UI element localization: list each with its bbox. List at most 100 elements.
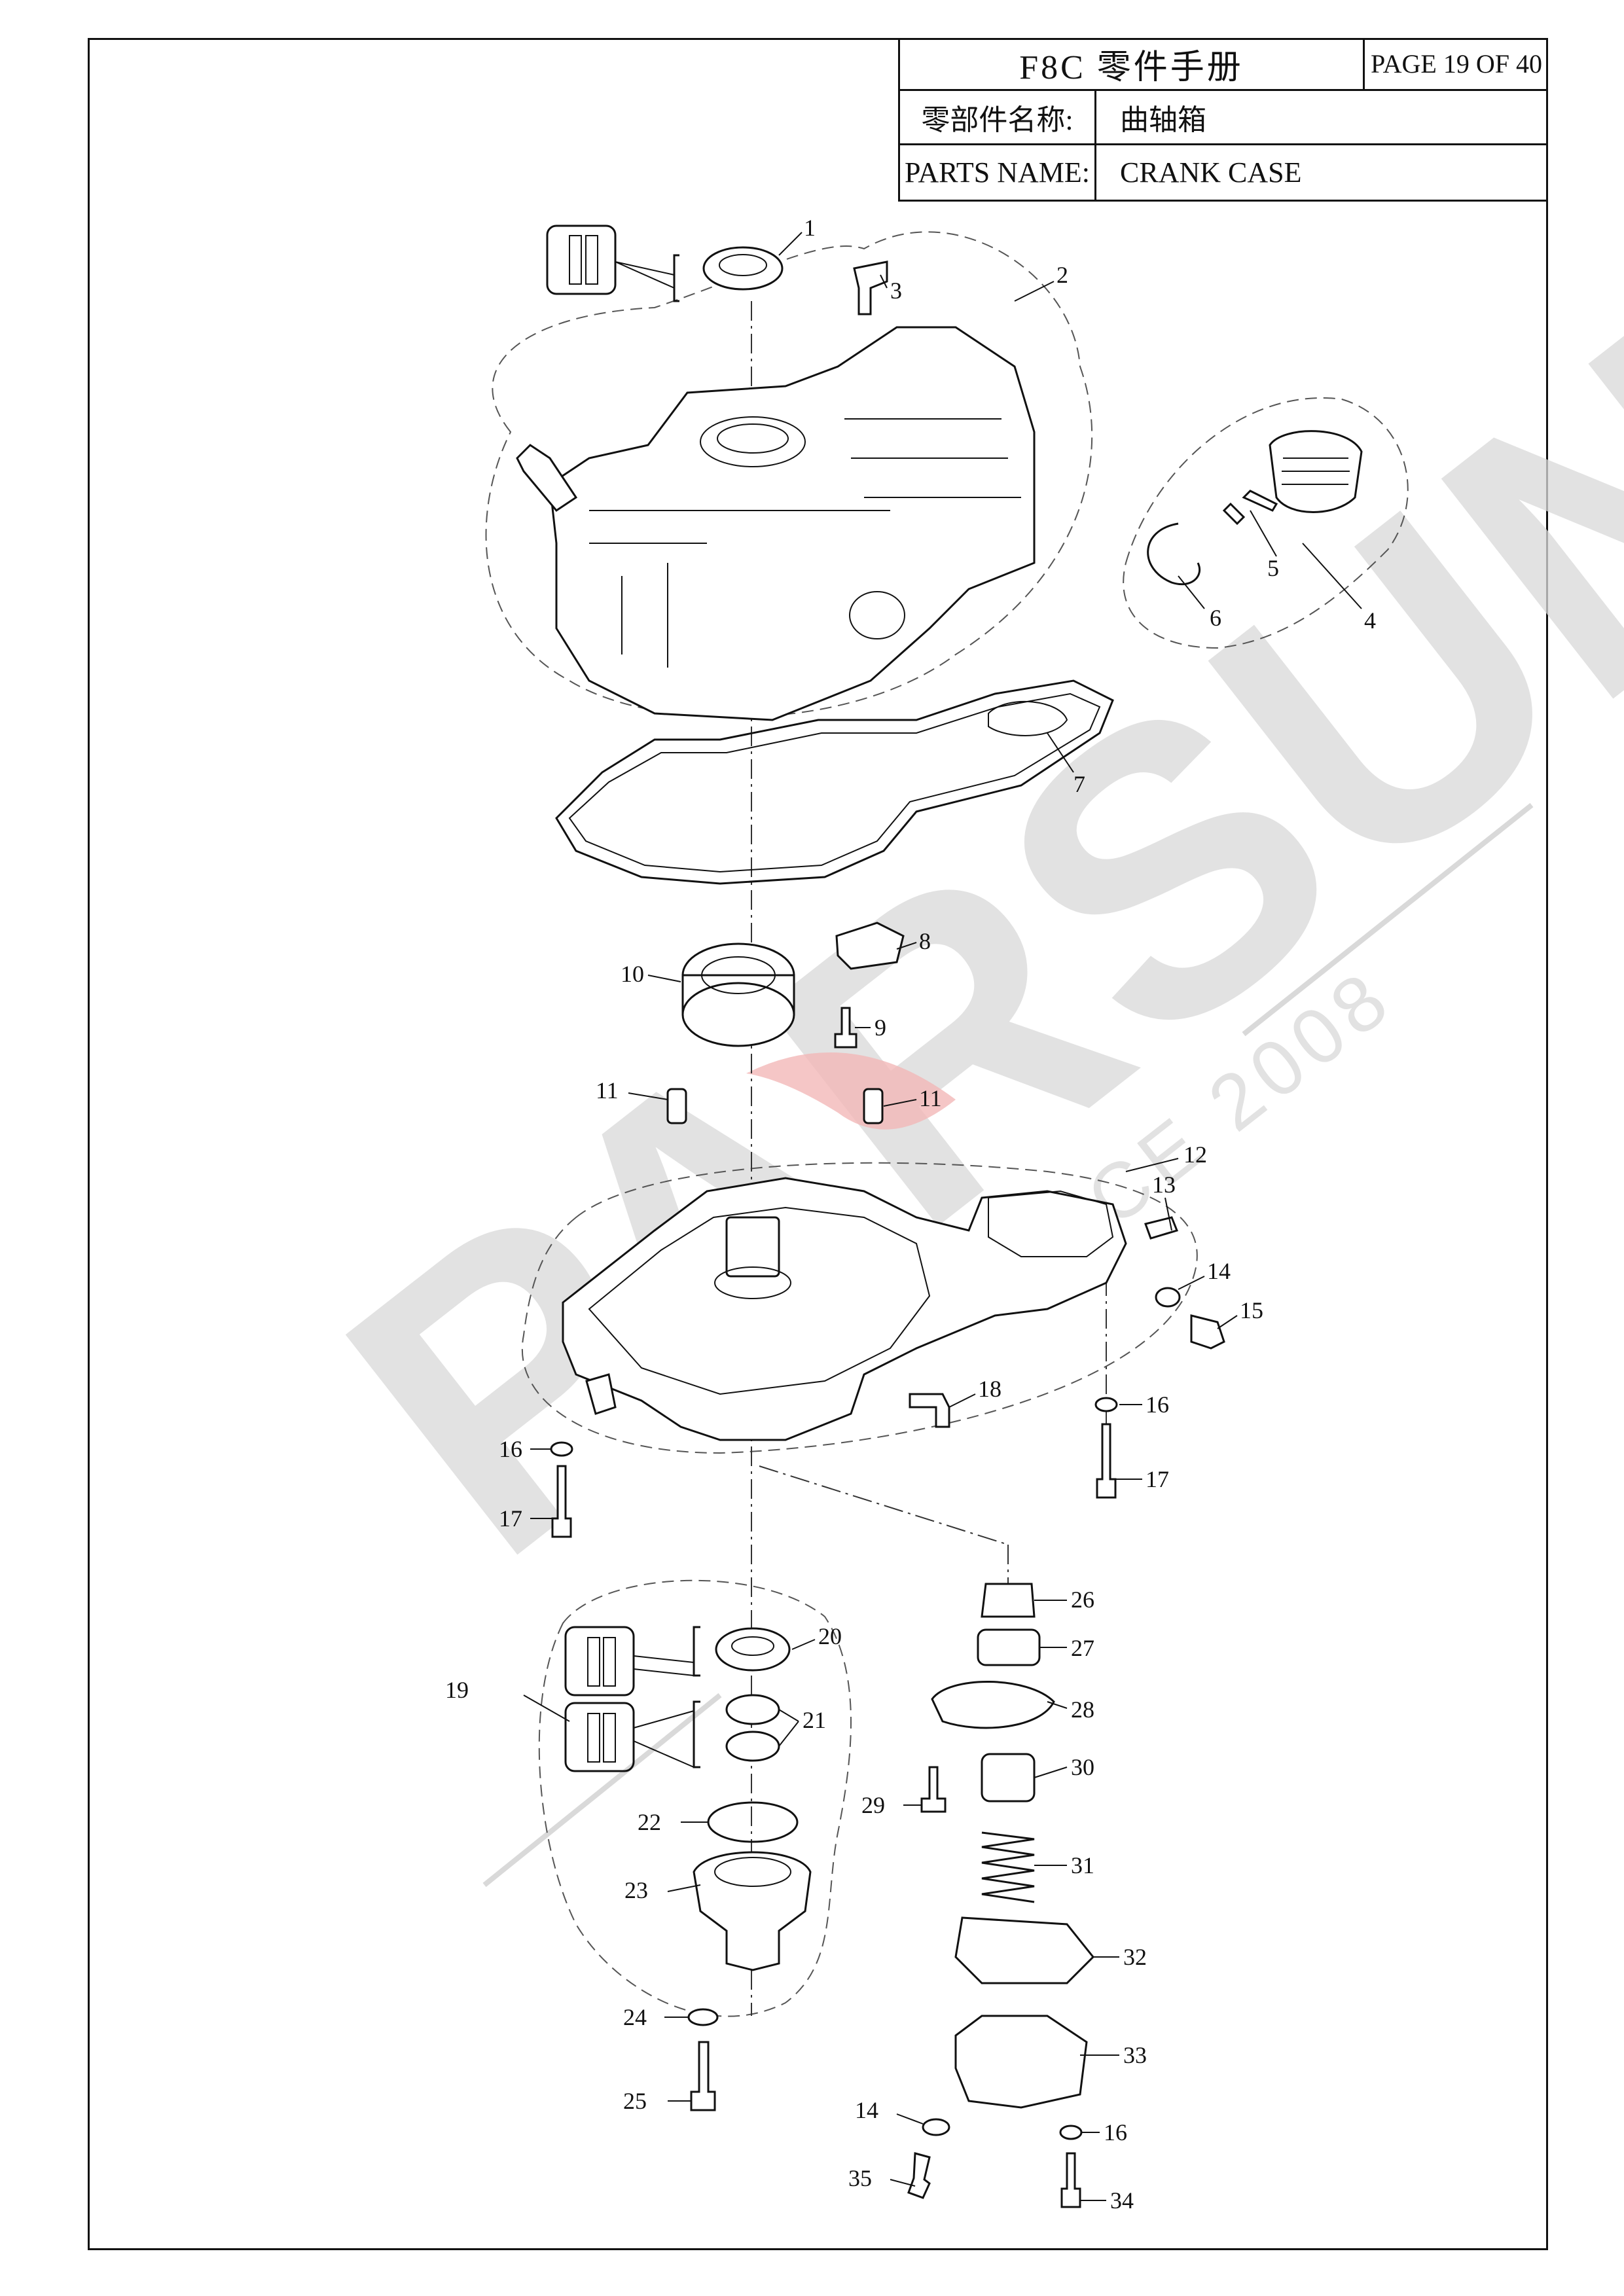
bolt-17-right	[1096, 1423, 1117, 1499]
crankcase-upper	[549, 326, 1036, 721]
screw-13	[1144, 1216, 1179, 1240]
callout-6: 6	[1210, 605, 1221, 631]
callout-33: 33	[1123, 2042, 1147, 2068]
callout-11: 11	[596, 1077, 619, 1103]
gasket-32	[954, 1916, 1095, 1984]
dowel-pin	[666, 1088, 687, 1124]
callout-14: 14	[855, 2097, 878, 2123]
crankcase-lower-tab	[585, 1373, 617, 1415]
bolt-15	[1190, 1314, 1225, 1350]
bolt-35	[907, 2152, 931, 2199]
seal-housing-23	[693, 1851, 812, 1971]
washer-14-lower	[922, 2118, 950, 2136]
callout-29: 29	[861, 1792, 885, 1818]
crankcase-gasket	[555, 679, 1114, 885]
english-name-value: CRANK CASE	[1120, 156, 1302, 188]
callout-35: 35	[848, 2165, 872, 2191]
rotor-27	[977, 1628, 1041, 1666]
callout-30: 30	[1071, 1754, 1094, 1780]
callout-32: 32	[1123, 1944, 1147, 1970]
chinese-name-label: 零部件名称:	[900, 91, 1096, 143]
bolt	[834, 1007, 857, 1049]
english-name-row: PARTS NAME: CRANK CASE	[900, 145, 1548, 200]
callout-11: 11	[919, 1085, 942, 1111]
crankcase-lower-bore	[714, 1266, 791, 1299]
gasket-oval	[988, 700, 1068, 736]
breather-fitting	[853, 260, 888, 315]
group-outline-crankcase-lower	[521, 1162, 1198, 1454]
washer-16-left	[550, 1441, 573, 1457]
crankcase-gasket-inner	[568, 692, 1101, 873]
dowel-pin	[863, 1088, 884, 1124]
watermark-red-accent	[746, 1052, 956, 1130]
callout-3: 3	[890, 278, 902, 304]
washer-16-lower	[1059, 2125, 1083, 2140]
crankcase-upper-bearing-bore	[700, 416, 806, 467]
page-number: PAGE 19 OF 40	[1371, 48, 1542, 79]
group-outline-seal-housing	[538, 1579, 852, 2017]
oil-seal-20-bore	[731, 1636, 774, 1656]
crankcase-lower-boss	[725, 1216, 780, 1278]
oil-seal	[702, 246, 784, 291]
callout-17: 17	[499, 1505, 522, 1532]
watermark-rule-upper	[1242, 802, 1534, 1037]
title-block: F8C 零件手册 PAGE 19 OF 40 零部件名称: 曲轴箱 PARTS …	[898, 38, 1548, 202]
callout-26: 26	[1071, 1587, 1094, 1613]
callout-13: 13	[1152, 1172, 1176, 1198]
callout-16: 16	[499, 1436, 522, 1462]
callout-2: 2	[1056, 262, 1068, 288]
callout-20: 20	[818, 1623, 842, 1649]
chinese-name-value: 曲轴箱	[1120, 104, 1206, 136]
manual-title: F8C 零件手册	[900, 38, 1365, 89]
crankcase-upper-mount-arm	[516, 444, 578, 512]
callout-14: 14	[1207, 1258, 1231, 1284]
callout-21: 21	[803, 1707, 826, 1733]
spool-30	[981, 1753, 1036, 1803]
pump-cover-28	[931, 1681, 1055, 1729]
callout-24: 24	[623, 2004, 647, 2030]
oil-seal-legend-icon	[564, 1626, 700, 1696]
oil-seal-21-top	[725, 1694, 780, 1725]
spring-31	[981, 1831, 1035, 1903]
crankcase-upper-ribs	[589, 418, 1021, 668]
bolt-17-left	[551, 1465, 572, 1538]
ball-bearing-bottom	[681, 982, 795, 1047]
title-row: F8C 零件手册 PAGE 19 OF 40	[900, 38, 1548, 91]
callout-5: 5	[1267, 555, 1279, 581]
callout-31: 31	[1071, 1852, 1094, 1878]
callout-16: 16	[1104, 2119, 1127, 2145]
callout-28: 28	[1071, 1696, 1094, 1723]
dipstick	[1222, 490, 1278, 526]
callout-4: 4	[1364, 607, 1376, 634]
pump-housing-33	[954, 2015, 1088, 2109]
bolt-25	[690, 2041, 716, 2111]
washer-14	[1155, 1287, 1181, 1308]
callout-12: 12	[1183, 1141, 1207, 1168]
centerline-drive	[759, 1465, 1009, 1545]
callout-27: 27	[1071, 1635, 1094, 1661]
oil-filler-cap-ridges	[1282, 457, 1350, 485]
seal-housing-23-bore	[714, 1857, 791, 1887]
leader-lines	[523, 232, 1362, 2201]
watermark-rule-lower	[482, 1693, 722, 1888]
callout-1: 1	[804, 215, 816, 241]
plate	[835, 922, 905, 970]
bolt-29	[920, 1766, 947, 1813]
callout-15: 15	[1240, 1297, 1263, 1323]
washer-24	[687, 2008, 719, 2026]
callout-23: 23	[624, 1877, 648, 1903]
crankcase-lower-port-block	[988, 1190, 1114, 1257]
ball-bearing-race	[701, 956, 776, 994]
crankcase-upper-bearing-bore-inner	[717, 423, 789, 454]
callout-17: 17	[1146, 1466, 1169, 1492]
callout-7: 7	[1074, 771, 1085, 797]
callout-labels: 1 2 3 4 5 6 7 8 9 10 11 11 12 13 14 15 1…	[445, 215, 1376, 2214]
callout-10: 10	[621, 961, 644, 987]
o-ring	[1147, 522, 1201, 586]
crankcase-upper-port	[849, 591, 905, 639]
crankcase-lower	[562, 1177, 1127, 1441]
washer-16-right	[1094, 1397, 1118, 1412]
elbow-fitting-18	[909, 1393, 950, 1428]
oil-seal-20	[715, 1627, 791, 1672]
